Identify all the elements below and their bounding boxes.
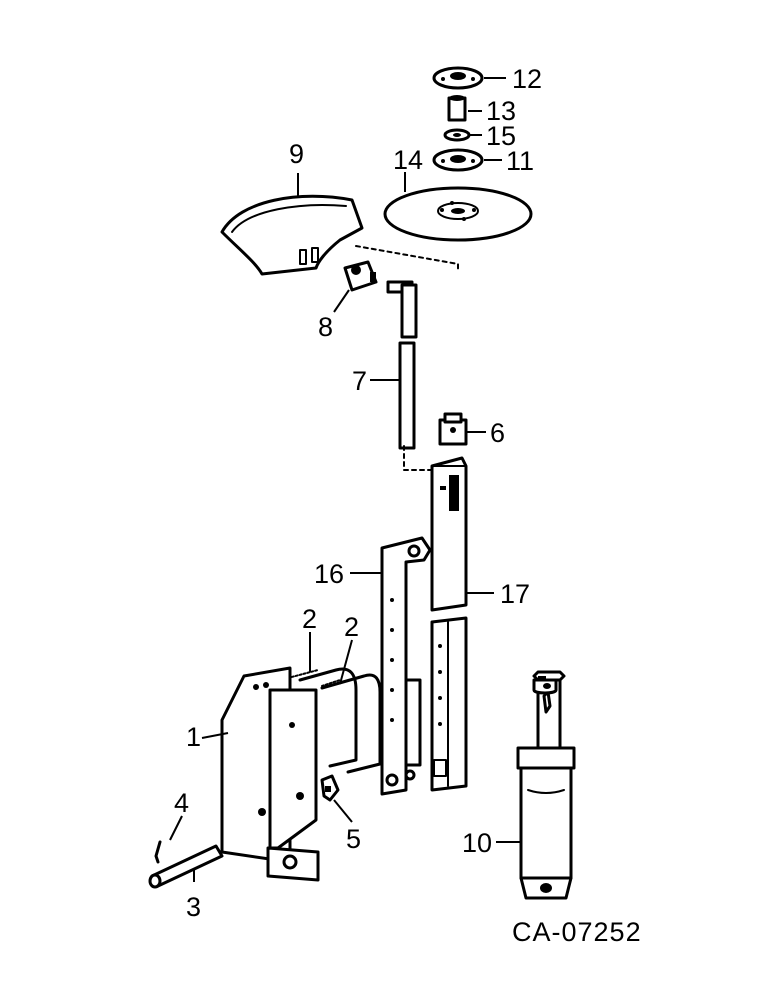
callout-15: 15 bbox=[486, 121, 516, 151]
part-2-u-bolt-front bbox=[320, 673, 382, 774]
callout-8: 8 bbox=[318, 312, 333, 342]
figure-code: CA-07252 bbox=[512, 917, 642, 947]
part-17-tube-upper bbox=[430, 456, 468, 612]
part-17-tube-lower bbox=[430, 616, 468, 792]
part-11-hub-flange bbox=[432, 148, 484, 172]
part-13-bearing bbox=[447, 95, 467, 122]
callout-16: 16 bbox=[314, 559, 344, 589]
part-7-shaft bbox=[386, 280, 418, 450]
part-16-arm bbox=[380, 536, 432, 796]
part-5-nut bbox=[320, 774, 340, 802]
callout-10: 10 bbox=[462, 828, 492, 858]
callout-6: 6 bbox=[490, 418, 505, 448]
callout-1: 1 bbox=[186, 722, 201, 752]
part-1-bracket bbox=[220, 666, 320, 882]
callout-4: 4 bbox=[174, 788, 189, 818]
part-15-washer bbox=[443, 128, 471, 142]
leader-lines bbox=[169, 77, 521, 882]
callout-13: 13 bbox=[486, 96, 516, 126]
part-3-pin bbox=[148, 844, 224, 889]
callout-3: 3 bbox=[186, 892, 201, 922]
part-12-hub-flange bbox=[432, 66, 484, 90]
part-8-clamp bbox=[343, 260, 378, 292]
callout-5: 5 bbox=[346, 824, 361, 854]
callout-12: 12 bbox=[512, 64, 542, 94]
callout-11: 11 bbox=[506, 146, 534, 176]
callout-17: 17 bbox=[500, 579, 530, 609]
callout-14: 14 bbox=[393, 145, 423, 175]
callout-2-left: 2 bbox=[302, 604, 317, 634]
part-4-cotter-pin bbox=[154, 840, 162, 864]
assembly-lines bbox=[355, 245, 459, 471]
callout-7: 7 bbox=[352, 366, 367, 396]
part-2-u-bolt-rear bbox=[287, 667, 358, 768]
part-6-cap bbox=[438, 412, 468, 446]
part-14-disc-blade bbox=[383, 186, 533, 242]
part-10-cylinder bbox=[516, 670, 576, 900]
callout-2-right: 2 bbox=[344, 612, 359, 642]
part-9-shield bbox=[220, 194, 364, 276]
callout-9: 9 bbox=[289, 139, 304, 169]
